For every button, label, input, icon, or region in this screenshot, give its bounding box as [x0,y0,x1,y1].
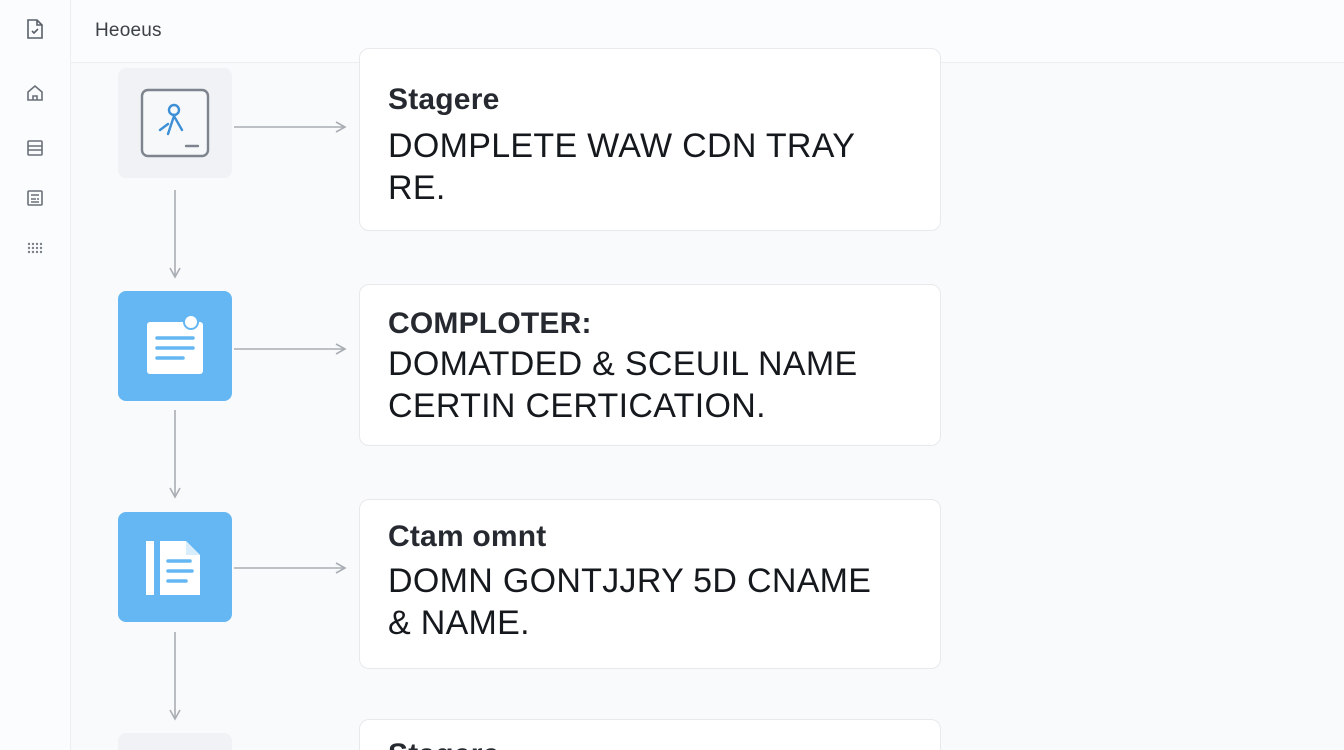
step-4-title: Stagere [388,738,940,750]
step-4-card[interactable]: Stagere [359,719,941,750]
step-4-icon-tile[interactable] [118,733,232,750]
step-2-title: COMPLOTER: [388,307,592,340]
list-icon[interactable] [22,135,48,161]
step-3-body-line-1: DOMN GONTJJRY 5D CNAME [388,562,872,600]
step-1-icon-tile[interactable] [118,68,232,178]
home-icon[interactable] [22,80,48,106]
step-3-card[interactable]: Ctam omnt DOMN GONTJJRY 5D CNAME & NAME. [359,499,941,669]
document-icon[interactable] [22,16,48,42]
step-3-body-line-2: & NAME. [388,604,530,642]
person-card-icon [140,88,210,158]
step-3-icon-tile[interactable] [118,512,232,622]
file-document-icon [146,541,200,595]
step-1-body-line-1: DOMPLETE WAW CDN TRAY [388,127,856,165]
step-3-title: Ctam omnt [388,520,547,553]
step-2-body-line-2: CERTIN CERTICATION. [388,387,766,425]
step-2-icon-tile[interactable] [118,291,232,401]
step-2-body-line-1: DOMATDED & SCEUIL NAME [388,345,858,383]
document-lines-icon [147,314,203,374]
header-title: Heoeus [95,20,162,41]
step-2-card[interactable]: COMPLOTER: DOMATDED & SCEUIL NAME CERTIN… [359,284,941,446]
step-1-card[interactable]: Stagere DOMPLETE WAW CDN TRAY RE. [359,48,941,231]
left-rail [0,0,71,750]
grid-dots-icon[interactable] [22,235,48,261]
step-1-body-line-2: RE. [388,169,446,207]
form-icon[interactable] [22,185,48,211]
step-1-title: Stagere [388,83,500,116]
